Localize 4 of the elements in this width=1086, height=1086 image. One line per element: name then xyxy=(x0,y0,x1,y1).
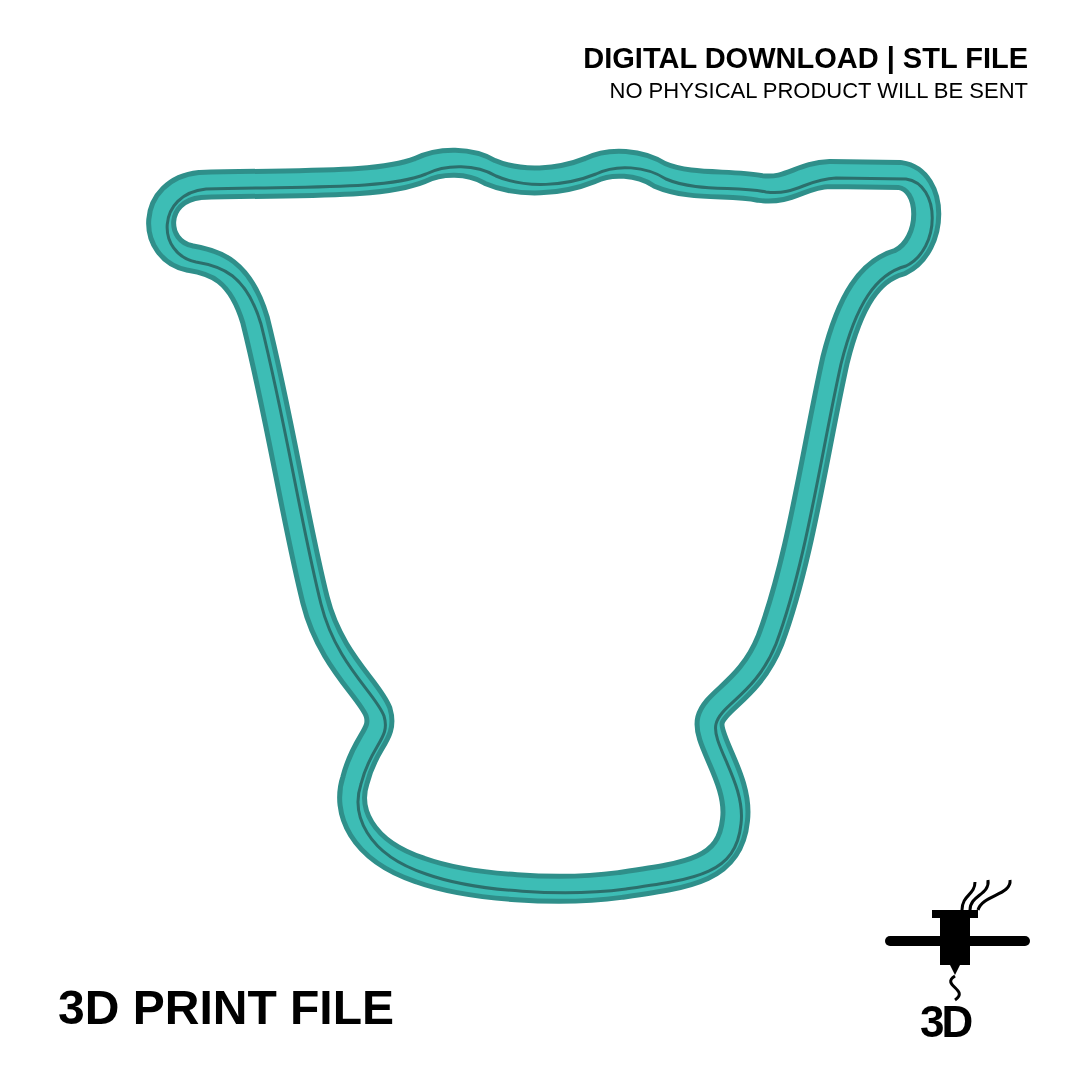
icon-caption: 3D xyxy=(920,1000,971,1044)
title-text: 3D PRINT FILE xyxy=(58,984,395,1032)
notice-text: NO PHYSICAL PRODUCT WILL BE SENT xyxy=(609,80,1028,102)
heading-text: DIGITAL DOWNLOAD | STL FILE xyxy=(583,44,1028,73)
